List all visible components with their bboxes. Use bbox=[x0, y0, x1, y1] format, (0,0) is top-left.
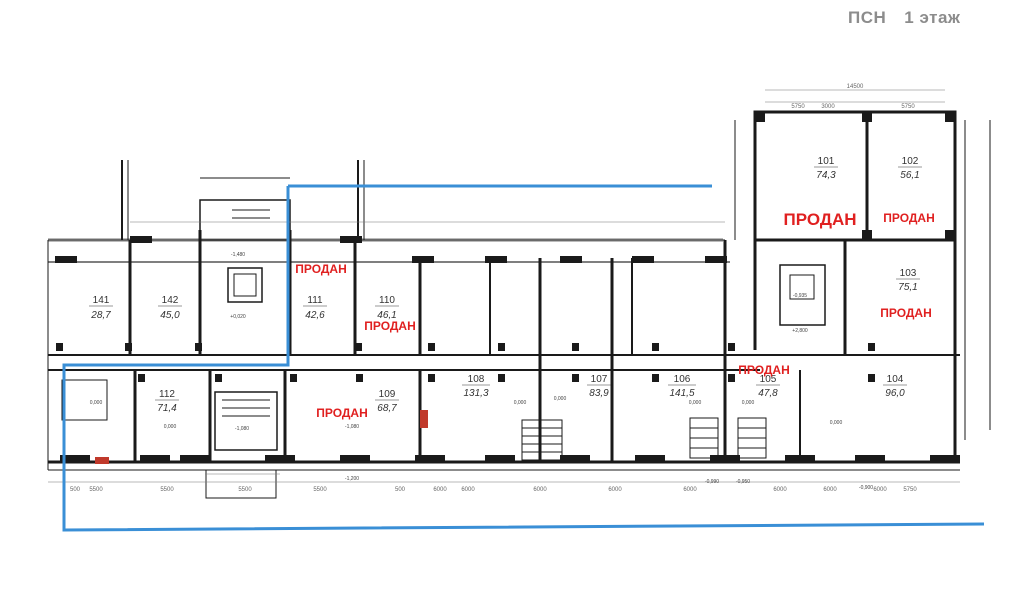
svg-text:83,9: 83,9 bbox=[589, 388, 609, 399]
svg-text:45,0: 45,0 bbox=[160, 310, 180, 321]
level-mark: 0,000 bbox=[90, 400, 103, 406]
svg-text:68,7: 68,7 bbox=[377, 403, 397, 414]
dim-top: 5750 bbox=[901, 104, 915, 110]
red-marker bbox=[95, 457, 109, 464]
room-141: 141 28,7 bbox=[89, 295, 113, 321]
columns bbox=[55, 112, 960, 463]
svg-text:141,5: 141,5 bbox=[669, 388, 694, 399]
svg-text:71,4: 71,4 bbox=[157, 403, 177, 414]
level-mark: 0,000 bbox=[164, 424, 177, 430]
dim-bottom: 5500 bbox=[160, 487, 174, 493]
svg-text:141: 141 bbox=[93, 295, 110, 306]
level-marks: 0,000 -1,080 +0,020 -1,480 -1,080 -1,200… bbox=[90, 252, 874, 491]
room-112: 112 71,4 bbox=[155, 389, 179, 414]
level-mark: -0,990 bbox=[705, 479, 719, 485]
svg-text:111: 111 bbox=[307, 295, 323, 306]
sold-label: ПРОДАН bbox=[364, 319, 416, 333]
svg-text:107: 107 bbox=[591, 374, 608, 385]
dim-bottom: 5500 bbox=[238, 487, 252, 493]
level-mark: 0,000 bbox=[689, 400, 702, 406]
level-mark: -1,080 bbox=[345, 424, 359, 430]
svg-text:47,8: 47,8 bbox=[758, 388, 778, 399]
title-floor: 1 этаж bbox=[904, 8, 961, 27]
level-mark: -1,480 bbox=[231, 252, 245, 258]
level-mark: 0,000 bbox=[742, 400, 755, 406]
dim-bottom: 500 bbox=[395, 487, 406, 493]
dim-bottom: 5750 bbox=[903, 487, 917, 493]
svg-text:110: 110 bbox=[379, 295, 395, 306]
svg-text:131,3: 131,3 bbox=[463, 388, 488, 399]
dim-bottom: 5500 bbox=[89, 487, 103, 493]
svg-text:96,0: 96,0 bbox=[885, 388, 905, 399]
svg-text:56,1: 56,1 bbox=[900, 170, 919, 181]
level-mark: -0,950 bbox=[736, 479, 750, 485]
svg-text:42,6: 42,6 bbox=[305, 310, 325, 321]
dim-bottom: 6000 bbox=[608, 487, 622, 493]
sold-label: ПРОДАН bbox=[316, 406, 368, 420]
dim-bottom: 6000 bbox=[873, 487, 887, 493]
red-marker bbox=[420, 410, 428, 428]
dim-bottom: 5500 bbox=[313, 487, 327, 493]
dim-top-total: 14500 bbox=[847, 84, 864, 90]
dim-bottom: 6000 bbox=[773, 487, 787, 493]
sold-label: ПРОДАН bbox=[883, 211, 935, 225]
page-title: ПСН 1 этаж bbox=[848, 8, 978, 28]
dim-bottom: 6000 bbox=[533, 487, 547, 493]
dim-top: 5750 bbox=[791, 104, 805, 110]
svg-text:105: 105 bbox=[760, 374, 777, 385]
building-walls bbox=[47, 110, 991, 499]
sold-label: ПРОДАН bbox=[738, 363, 790, 377]
svg-text:75,1: 75,1 bbox=[898, 282, 917, 293]
dimension-lines bbox=[48, 89, 960, 483]
sold-label: ПРОДАН bbox=[784, 210, 857, 229]
room-142: 142 45,0 bbox=[158, 295, 182, 321]
title-label: ПСН bbox=[848, 8, 887, 27]
svg-text:112: 112 bbox=[159, 389, 175, 400]
dim-bottom: 6000 bbox=[683, 487, 697, 493]
level-mark: -0,935 bbox=[793, 293, 807, 299]
sold-labels: ПРОДАН ПРОДАН ПРОДАН ПРОДАН ПРОДАН ПРОДА… bbox=[295, 210, 935, 420]
sold-label: ПРОДАН bbox=[880, 306, 932, 320]
room-101: 101 74,3 bbox=[814, 156, 838, 181]
svg-text:102: 102 bbox=[902, 156, 919, 167]
room-105: 105 47,8 bbox=[756, 374, 780, 399]
svg-text:46,1: 46,1 bbox=[377, 310, 396, 321]
room-106: 106 141,5 bbox=[668, 374, 696, 399]
level-mark: -0,900 bbox=[859, 485, 873, 491]
level-mark: 0,000 bbox=[830, 420, 843, 426]
room-104: 104 96,0 bbox=[883, 374, 907, 399]
sale-boundary bbox=[62, 186, 985, 532]
dimension-labels: 14500 5750 3000 5750 500 5500 5500 5500 … bbox=[70, 84, 917, 493]
dim-bottom: 6000 bbox=[461, 487, 475, 493]
svg-text:106: 106 bbox=[674, 374, 691, 385]
svg-text:108: 108 bbox=[468, 374, 485, 385]
level-mark: 0,000 bbox=[514, 400, 527, 406]
sold-label: ПРОДАН bbox=[295, 262, 347, 276]
room-108: 108 131,3 bbox=[462, 374, 490, 399]
dim-bottom: 6000 bbox=[823, 487, 837, 493]
level-mark: +2,800 bbox=[792, 328, 808, 334]
room-109: 109 68,7 bbox=[375, 389, 399, 414]
svg-text:74,3: 74,3 bbox=[816, 170, 836, 181]
level-mark: -1,080 bbox=[235, 426, 249, 432]
level-mark: 0,000 bbox=[554, 396, 567, 402]
svg-text:103: 103 bbox=[900, 268, 917, 279]
level-mark: +0,020 bbox=[230, 314, 246, 320]
dim-bottom: 500 bbox=[70, 487, 81, 493]
room-labels: 141 28,7 142 45,0 111 42,6 110 46,1 112 … bbox=[89, 156, 922, 414]
svg-text:142: 142 bbox=[162, 295, 179, 306]
svg-text:28,7: 28,7 bbox=[90, 310, 111, 321]
svg-text:101: 101 bbox=[818, 156, 835, 167]
level-mark: -1,200 bbox=[345, 476, 359, 482]
room-110: 110 46,1 bbox=[375, 295, 399, 321]
room-103: 103 75,1 bbox=[896, 268, 920, 293]
room-102: 102 56,1 bbox=[898, 156, 922, 181]
room-111: 111 42,6 bbox=[303, 295, 327, 321]
dim-top: 3000 bbox=[821, 104, 835, 110]
svg-text:109: 109 bbox=[379, 389, 396, 400]
svg-text:104: 104 bbox=[887, 374, 904, 385]
room-107: 107 83,9 bbox=[587, 374, 611, 399]
dim-bottom: 6000 bbox=[433, 487, 447, 493]
